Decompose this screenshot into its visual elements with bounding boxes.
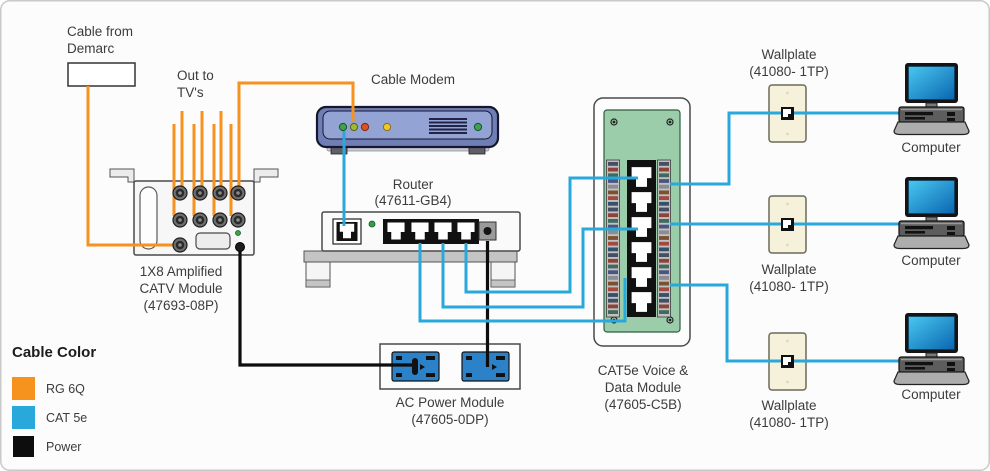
label-wallplate-1-line1: Wallplate: [761, 47, 816, 62]
cat5e-cable-router-to-panel-2: [441, 227, 638, 309]
label-out-to-tvs-line2: TV's: [177, 85, 204, 100]
label-cable-modem: Cable Modem: [371, 72, 455, 87]
label-voice-data-line2: Data Module: [605, 380, 682, 395]
cat5e-cable-router-to-panel-1: [464, 176, 638, 294]
label-ac-power-line1: AC Power Module: [396, 395, 505, 410]
computer-2: [893, 176, 970, 250]
demarc-box: [67, 62, 136, 87]
label-ac-power-line2: (47605-0DP): [411, 412, 488, 427]
label-wallplate-2-line2: (41080- 1TP): [749, 279, 829, 294]
label-router-line2: (47611-GB4): [374, 193, 451, 208]
wallplate-jack-1: [781, 107, 794, 120]
rg6q-cable-demarc-to-catv: [86, 86, 176, 247]
router-led: [368, 220, 376, 228]
legend-label-rg6q: RG 6Q: [46, 382, 85, 396]
label-wallplate-1-line2: (41080- 1TP): [749, 64, 829, 79]
ac-outlet-left: [391, 351, 440, 382]
computer-3: [893, 312, 970, 386]
label-out-to-tvs-line1: Out to: [177, 68, 214, 83]
label-computer-2: Computer: [901, 253, 961, 268]
cat5e-cables: [342, 111, 901, 363]
wallplate-jack-2: [781, 218, 794, 231]
catv-power-led: [235, 230, 241, 236]
rg6q-cable-catv-to-modem: [237, 81, 355, 190]
modem-led-2: [349, 122, 359, 132]
label-voice-data-line3: (47605-C5B): [604, 397, 681, 412]
label-wallplate-2-line1: Wallplate: [761, 262, 816, 277]
label-voice-data-line1: CAT5e Voice &: [598, 363, 689, 378]
legend-swatch-rg6q: [12, 377, 35, 400]
cable-color-legend: Cable Color RG 6Q CAT 5e Power: [12, 344, 96, 457]
cat5e-cable-router-to-panel-3: [418, 243, 627, 323]
wallplate-jack-3: [781, 355, 794, 368]
label-computer-1: Computer: [901, 140, 961, 155]
power-cables: [238, 241, 490, 367]
router-power-jack-pin: [483, 227, 492, 235]
ac-power-module: [379, 343, 521, 390]
diagram-labels: Cable from Demarc Out to TV's Cable Mode…: [67, 24, 961, 430]
label-catv-line1: 1X8 Amplified: [140, 264, 223, 279]
wallplate-jacks: [781, 107, 794, 368]
label-demarc-line2: Demarc: [67, 41, 115, 56]
router-bracket-bar: [303, 250, 518, 263]
catv-slot: [139, 186, 158, 250]
voice-data-module: [593, 97, 691, 347]
computer-1: [893, 62, 970, 136]
wallplates: [768, 84, 807, 391]
legend-label-power: Power: [46, 440, 81, 454]
legend-swatch-power: [13, 436, 34, 457]
cat5e-cable-panel-to-computer-3: [670, 283, 901, 363]
label-catv-line2: CATV Module: [139, 281, 222, 296]
power-cable-catv-to-ac: [238, 250, 412, 367]
label-router-line1: Router: [393, 177, 434, 192]
catv-power-jack: [235, 242, 245, 252]
legend-title: Cable Color: [12, 344, 96, 361]
punch-block-right: [659, 162, 669, 314]
catv-bracket-right: [253, 168, 279, 183]
label-wallplate-3-line2: (41080- 1TP): [749, 415, 829, 430]
catv-label-plate: [195, 232, 231, 250]
modem-led-3: [360, 122, 370, 132]
label-wallplate-3-line1: Wallplate: [761, 398, 816, 413]
legend-label-cat5e: CAT 5e: [46, 411, 87, 425]
legend-swatch-cat5e: [12, 406, 35, 429]
catv-connectors: [172, 185, 246, 253]
rg6q-cables: [86, 81, 355, 247]
label-demarc-line1: Cable from: [67, 24, 133, 39]
cat5e-cable-panel-to-computer-1: [670, 111, 899, 186]
modem-led-1: [338, 122, 348, 132]
punch-block-left: [608, 162, 618, 314]
cable-modem: [315, 105, 500, 155]
modem-leds: [338, 122, 483, 132]
label-computer-3: Computer: [901, 387, 961, 402]
router-bracket-foot-left: [305, 279, 331, 288]
modem-led-4: [382, 122, 392, 132]
catv-coax-connectors: [172, 185, 246, 253]
ac-outlet-right: [461, 351, 510, 382]
label-catv-line3: (47693-08P): [143, 298, 218, 313]
router-bracket-foot-right: [490, 279, 516, 288]
modem-vents: [429, 118, 467, 134]
modem-led-5: [473, 122, 483, 132]
catv-bracket-left: [109, 168, 135, 183]
